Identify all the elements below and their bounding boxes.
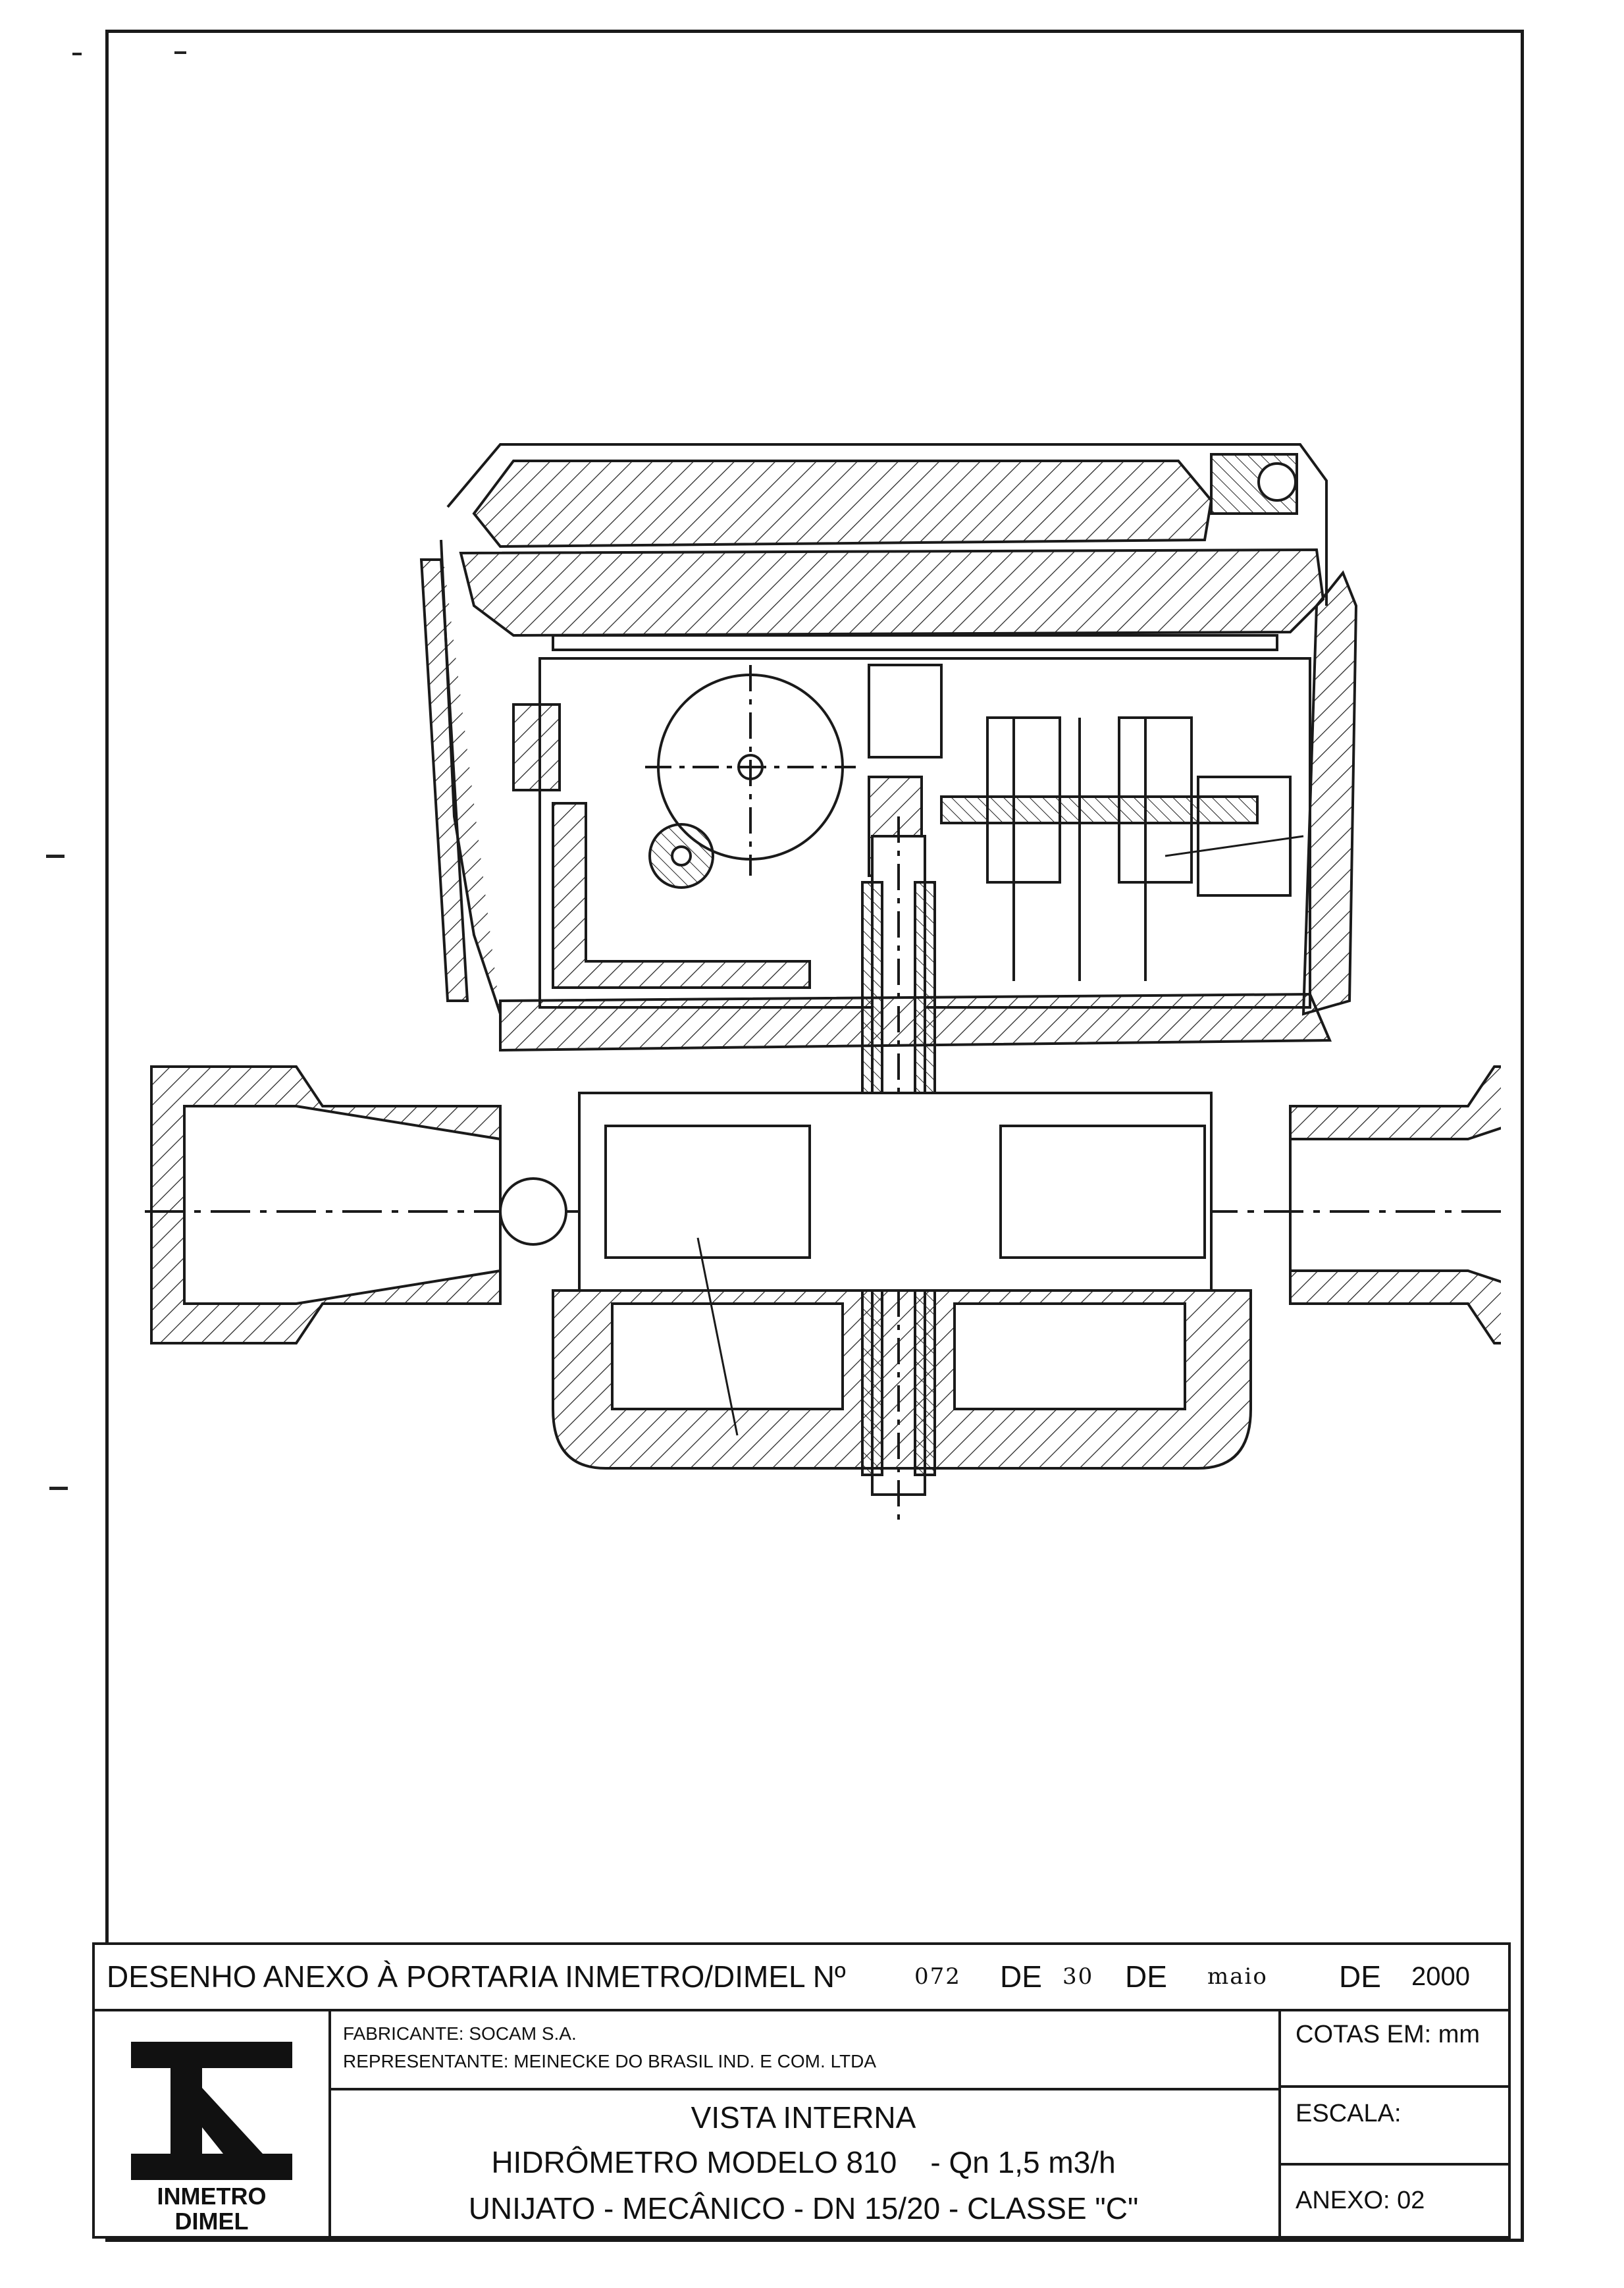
annex-label: ANEXO: 02 <box>1296 2187 1425 2214</box>
portaria-de-1: DE <box>1000 1959 1042 1994</box>
portaria-day: 30 <box>1062 1963 1094 1990</box>
portaria-row: DESENHO ANEXO À PORTARIA INMETRO/DIMEL N… <box>95 1945 1508 2011</box>
drawing-frame <box>105 30 1524 2242</box>
scan-speck <box>46 855 65 858</box>
scan-speck <box>174 51 186 54</box>
scan-speck <box>49 1487 68 1490</box>
representative: REPRESENTANTE: MEINECKE DO BRASIL IND. E… <box>343 2051 877 2071</box>
title-line-3: UNIJATO - MECÂNICO - DN 15/20 - CLASSE "… <box>468 2191 1139 2225</box>
scale-label: ESCALA: <box>1296 2100 1401 2127</box>
drawing-title-cell: VISTA INTERNA HIDRÔMETRO MODELO 810 - Qn… <box>328 2088 1278 2239</box>
portaria-month: maio <box>1207 1963 1268 1990</box>
inmetro-logo-mark <box>131 2042 292 2180</box>
manufacturer-cell: FABRICANTE: SOCAM S.A. REPRESENTANTE: ME… <box>328 2009 1278 2090</box>
inmetro-logo: INMETRO DIMEL <box>95 2009 331 2239</box>
portaria-number: 072 <box>914 1963 961 1990</box>
scan-speck <box>72 53 82 55</box>
title-block: DESENHO ANEXO À PORTARIA INMETRO/DIMEL N… <box>92 1942 1511 2239</box>
logo-dimel-text: DIMEL <box>174 2208 249 2235</box>
manufacturer: FABRICANTE: SOCAM S.A. <box>343 2023 577 2044</box>
title-line-2: HIDRÔMETRO MODELO 810 - Qn 1,5 m3/h <box>491 2145 1116 2179</box>
portaria-de-3: DE <box>1339 1959 1381 1994</box>
logo-inmetro-text: INMETRO <box>157 2183 267 2210</box>
dimensions-unit-cell: COTAS EM: mm <box>1278 2009 1511 2088</box>
title-line-1: VISTA INTERNA <box>691 2100 916 2135</box>
annex-cell: ANEXO: 02 <box>1278 2166 1511 2239</box>
portaria-de-2: DE <box>1125 1959 1167 1994</box>
dimensions-unit: COTAS EM: mm <box>1296 2021 1480 2048</box>
portaria-prefix: DESENHO ANEXO À PORTARIA INMETRO/DIMEL N… <box>107 1959 846 1994</box>
water-meter-section-drawing <box>145 443 1501 1528</box>
portaria-year: 2000 <box>1411 1962 1470 1991</box>
scale-cell: ESCALA: <box>1278 2088 1511 2166</box>
